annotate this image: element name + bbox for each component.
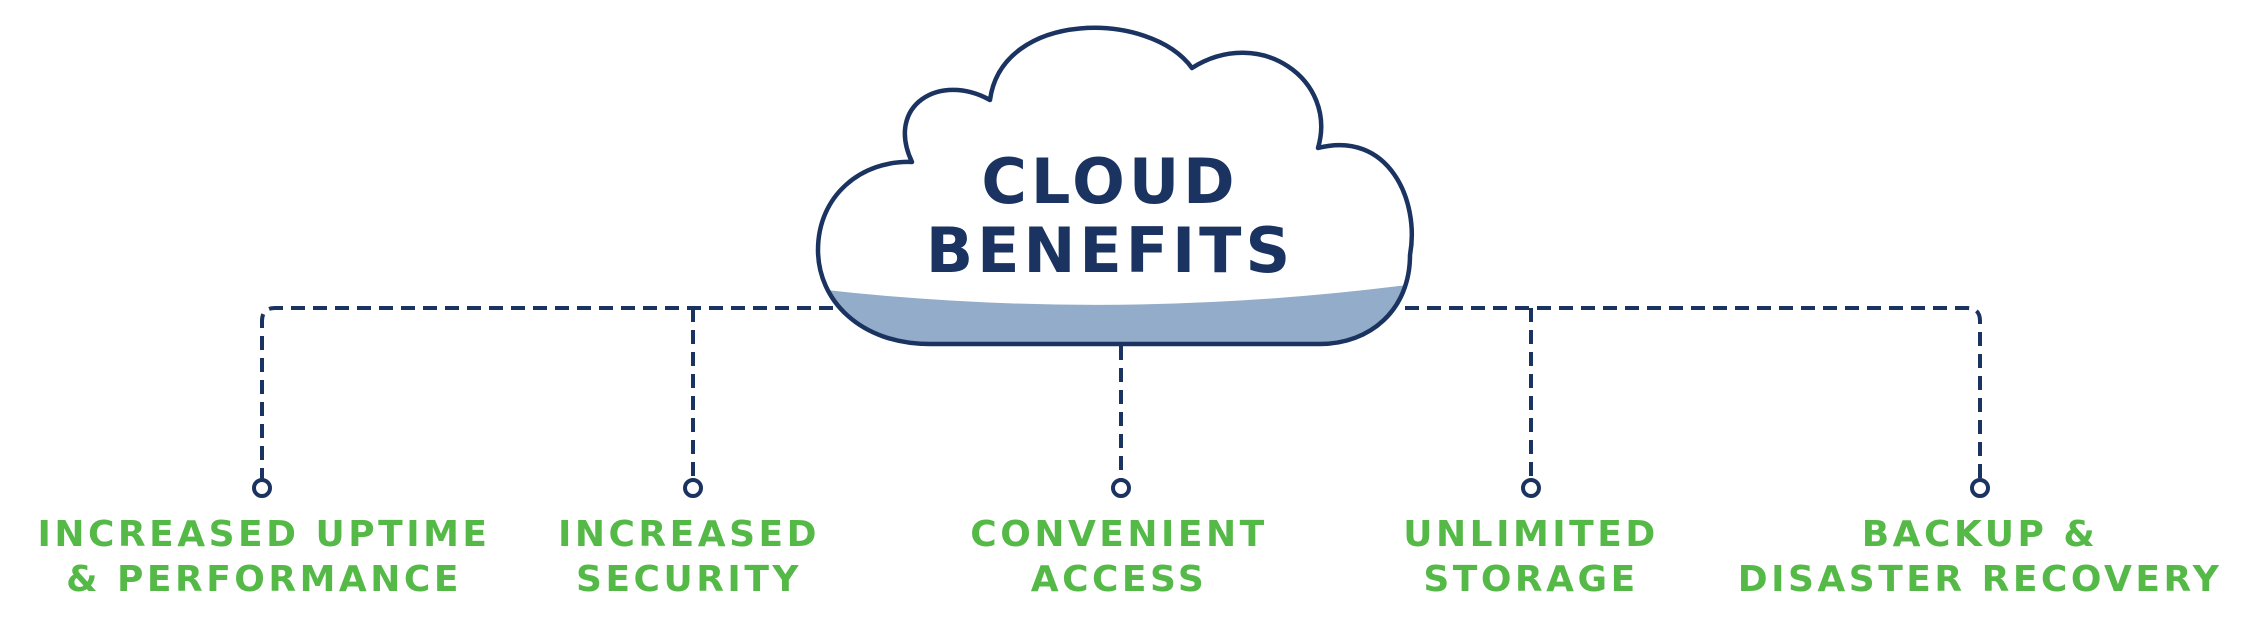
benefit-label-line1: CONVENIENT — [970, 514, 1267, 555]
node-uptime — [252, 478, 272, 498]
benefit-storage: UNLIMITED STORAGE — [1403, 514, 1658, 600]
connector-lines — [260, 306, 1982, 482]
cloud-icon: CLOUD BENEFITS — [815, 25, 1415, 347]
benefit-label-line1: INCREASED UPTIME — [37, 514, 490, 555]
cloud-outline — [815, 25, 1415, 347]
node-access — [1111, 478, 1131, 498]
node-storage — [1521, 478, 1541, 498]
connector-right-branch — [1405, 306, 1982, 482]
benefit-access: CONVENIENT ACCESS — [970, 514, 1267, 600]
cloud-fill — [818, 27, 1412, 345]
benefit-backup-recovery: BACKUP & DISASTER RECOVERY — [1738, 514, 2223, 600]
benefit-label-line2: & PERFORMANCE — [66, 559, 462, 600]
node-security — [683, 478, 703, 498]
node-backup — [1970, 478, 1990, 498]
cloud-shading — [818, 282, 1412, 345]
benefit-label-line2: ACCESS — [1031, 559, 1208, 600]
cloud-title-line2: BENEFITS — [926, 214, 1294, 287]
benefit-label-line2: SECURITY — [576, 559, 802, 600]
connector-left-branch — [260, 306, 833, 482]
benefit-security: INCREASED SECURITY — [558, 514, 820, 600]
benefit-label-line1: INCREASED — [558, 514, 820, 555]
benefit-label-line2: DISASTER RECOVERY — [1738, 559, 2223, 600]
benefit-labels: INCREASED UPTIME & PERFORMANCE INCREASED… — [37, 514, 2223, 600]
benefit-uptime-performance: INCREASED UPTIME & PERFORMANCE — [37, 514, 490, 600]
benefit-label-line2: STORAGE — [1423, 559, 1638, 600]
benefit-label-line1: UNLIMITED — [1403, 514, 1658, 555]
benefit-label-line1: BACKUP & — [1862, 514, 2099, 555]
connector-nodes — [252, 478, 1990, 498]
cloud-title-line1: CLOUD — [981, 145, 1238, 218]
